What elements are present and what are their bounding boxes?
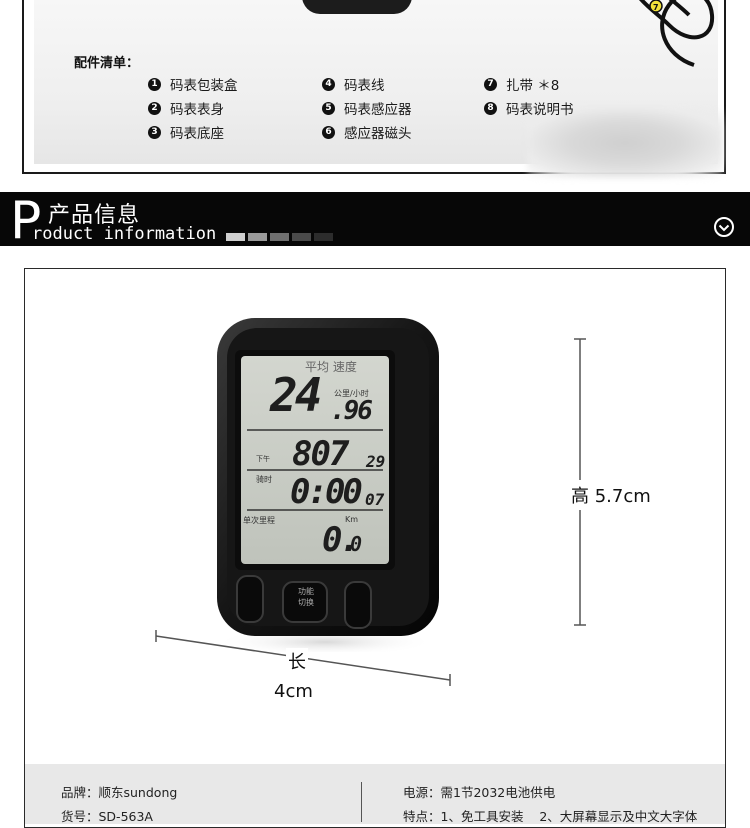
lcd-row3-small: 07	[365, 490, 385, 509]
section-header-bar	[0, 192, 750, 246]
section-title: 产品信息	[48, 203, 141, 228]
lcd-row2-small: 29	[366, 452, 386, 471]
accessory-item-1: 1 码表包装盒	[148, 74, 238, 94]
number-badge: 2	[148, 101, 161, 115]
dash-5	[314, 233, 333, 241]
number-badge: 3	[148, 125, 161, 139]
accessories-panel: 7 配件清单： 1 码表包装盒 2 码表表身 3 码表底座 4 码表线 5 码表…	[22, 0, 726, 178]
number-badge: 8	[484, 101, 497, 115]
length-value: 4cm	[274, 681, 313, 702]
accessory-item-3: 3 码表底座	[148, 122, 224, 142]
accessory-item-8: 8 码表说明书	[484, 98, 574, 118]
sensor-cable-image: 7	[639, 0, 715, 67]
spec-model: 货号：SD-563A	[61, 809, 153, 824]
accessory-label: 扎带 ＊8	[506, 78, 560, 94]
spec-brand: 品牌：顺东sundong	[61, 785, 178, 800]
spec-strip	[25, 764, 725, 824]
dash-4	[292, 233, 311, 241]
accessory-label: 码表说明书	[506, 102, 574, 118]
length-label: 长	[286, 648, 308, 674]
chevron-down-icon[interactable]	[714, 217, 734, 237]
number-badge: 6	[322, 125, 335, 139]
accessory-item-7: 7 扎带 ＊8	[484, 74, 559, 94]
dash-3	[270, 233, 289, 241]
section-dash-decoration	[226, 233, 333, 241]
lcd-row4-tag: 单次里程	[243, 516, 275, 525]
lcd-row4-main: 0.	[322, 520, 360, 560]
lcd-top-label: 平均 速度	[305, 360, 357, 374]
button-label-line-1: 功能	[298, 587, 314, 596]
lcd-speed-main: 24	[270, 368, 322, 422]
number-badge: 5	[322, 101, 335, 115]
accessory-label: 码表底座	[170, 126, 224, 142]
accessory-label: 码表感应器	[344, 102, 412, 118]
accessory-item-4: 4 码表线	[322, 74, 385, 94]
lcd-row2-main: 807	[292, 434, 349, 474]
lcd-row4-unit: Km	[345, 515, 359, 524]
accessory-label: 码表线	[344, 78, 385, 94]
spec-features: 特点：1、免工具安装 2、大屏幕显示及中文大字体	[403, 809, 698, 824]
lcd-row3-tag: 骑时	[256, 475, 272, 484]
accessory-item-5: 5 码表感应器	[322, 98, 412, 118]
dash-1	[226, 233, 245, 241]
number-badge: 4	[322, 77, 335, 91]
button-label: 功能 切换	[288, 586, 324, 608]
device-bottom-edge	[302, 0, 412, 14]
accessory-label: 码表表身	[170, 102, 224, 118]
lcd-speed-unit: 公里/小时	[334, 389, 369, 398]
spec-divider	[361, 782, 362, 822]
lcd-row2-tag: 下午	[256, 455, 270, 463]
bike-computer-image	[215, 318, 439, 652]
lcd-speed-decimal: .96	[330, 396, 373, 426]
section-initial-letter: P	[10, 191, 42, 251]
lcd-row3-main: 0:00	[290, 472, 363, 512]
svg-text:7: 7	[653, 3, 659, 12]
section-subtitle: roduct information	[32, 224, 217, 244]
lcd-row4-small: 0	[350, 532, 363, 556]
accessory-item-6: 6 感应器磁头	[322, 122, 412, 142]
number-badge: 1	[148, 77, 161, 91]
blurred-watermark	[527, 108, 723, 178]
button-label-line-2: 切换	[298, 598, 314, 607]
dash-2	[248, 233, 267, 241]
accessory-label: 感应器磁头	[344, 126, 412, 142]
accessory-item-2: 2 码表表身	[148, 98, 224, 118]
spec-power: 电源：需1节2032电池供电	[403, 785, 556, 800]
height-label: 高 5.7cm	[571, 480, 651, 510]
accessories-title: 配件清单：	[74, 56, 140, 71]
number-badge: 7	[484, 77, 497, 91]
accessory-label: 码表包装盒	[170, 78, 238, 94]
